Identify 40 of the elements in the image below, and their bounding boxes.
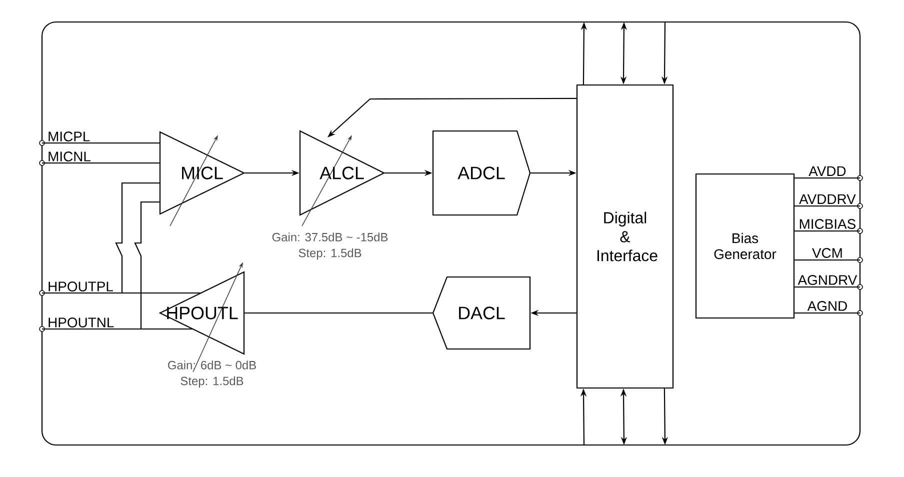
generator-block: Bias Generator [695, 173, 795, 319]
node-label: MICPL [48, 132, 90, 142]
node-label: AGNDRV [798, 275, 858, 285]
signal-line [42, 162, 160, 164]
node-label: HPOUTNL [48, 318, 114, 328]
node-label: AGND [807, 301, 847, 311]
node-label: HPOUTPL [48, 282, 113, 292]
pin: AGNDRV [798, 275, 863, 290]
signal-line [794, 259, 860, 261]
node-label: VCM [812, 248, 842, 258]
node-label: AVDD [808, 166, 846, 176]
signal-line [42, 142, 160, 144]
pin: AGND [807, 301, 863, 316]
gain-note: Step: 1.5dB [298, 248, 362, 260]
signal-line [794, 312, 860, 314]
converter-block: DACL [432, 276, 531, 350]
signal-line [244, 312, 432, 314]
pin: HPOUTPL [39, 282, 113, 296]
signal-line [42, 292, 200, 294]
signal-line [42, 328, 192, 330]
pin: MICBIAS [800, 219, 863, 234]
converter-block: ADCL [432, 130, 531, 216]
signal-line [115, 182, 160, 293]
pin: AVDDRV [799, 194, 863, 209]
pin: HPOUTNL [39, 318, 114, 332]
processing-block: Digital & Interface [576, 84, 674, 389]
node-label: MICBIAS [800, 219, 856, 229]
pin: VCM [812, 248, 863, 263]
pin: MICPL [39, 132, 90, 146]
signal-line [794, 286, 860, 288]
pin: AVDD [808, 166, 863, 181]
node-label: MICNL [48, 152, 90, 162]
signal-line [794, 205, 860, 207]
gain-note: Gain: 6dB ~ 0dB [168, 360, 256, 370]
gain-note: Gain: 37.5dB ~ -15dB [272, 232, 388, 242]
gain-note: Step: 1.5dB [180, 376, 244, 388]
signal-line [794, 177, 860, 179]
node-label: AVDDRV [799, 194, 856, 204]
signal-line [794, 230, 860, 232]
pin: MICNL [39, 152, 90, 166]
